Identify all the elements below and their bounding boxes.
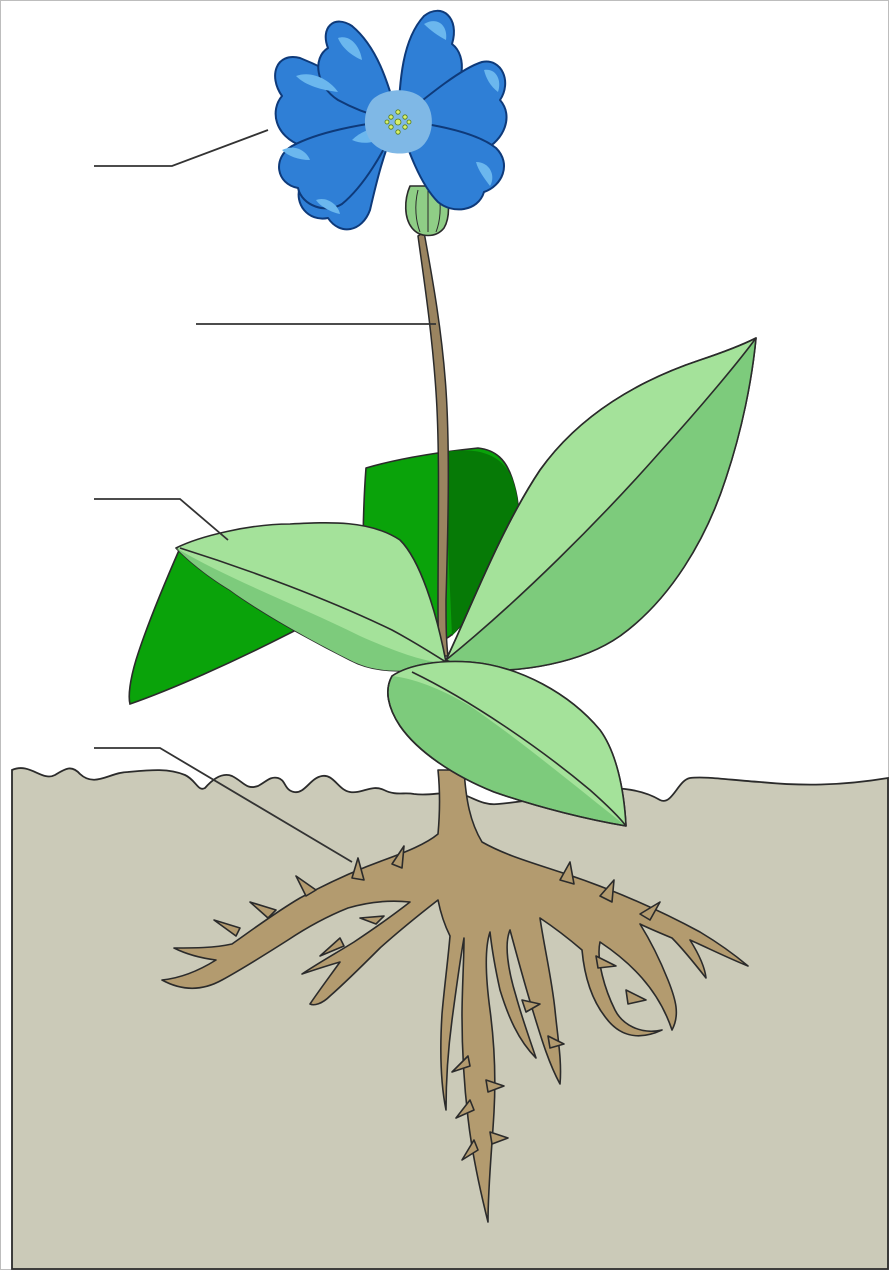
plant-diagram-canvas: [0, 0, 889, 1270]
plant-diagram: [0, 0, 889, 1270]
